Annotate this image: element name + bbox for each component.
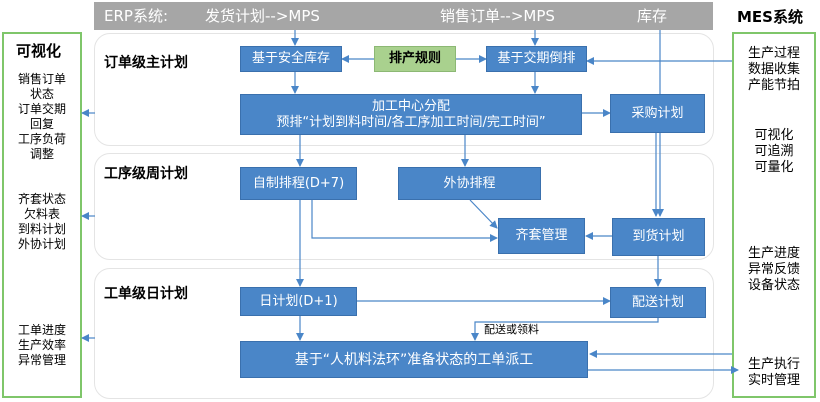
box-scheduling-rules: 排产规则 [374,46,456,72]
center-allocation-title: 加工中心分配 [371,98,450,114]
erp-item-inventory: 库存 [637,7,668,25]
box-purchase-plan: 采购计划 [610,94,705,133]
erp-bar [94,2,713,30]
mes-group-visual: 可视化 可追溯 可量化 [754,128,794,175]
label-delivery-or-picking: 配送或领料 [484,323,539,336]
left-visualization-panel [2,32,82,398]
erp-item-sales-order: 销售订单-->MPS [440,7,555,25]
left-panel-title: 可视化 [16,42,62,60]
left-group-workorder: 工单进度 生产效率 异常管理 [17,323,66,367]
mes-group-execution: 生产执行 实时管理 [747,357,800,388]
level-title-order: 订单级主计划 [104,55,188,71]
box-safety-stock: 基于安全库存 [240,46,342,72]
arrow-self-to-kitting [311,200,498,242]
level-title-workorder: 工单级日计划 [104,286,188,302]
erp-item-delivery-plan: 发货计划-->MPS [205,7,320,25]
erp-label: ERP系统: [104,7,168,25]
mes-group-progress: 生产进度 异常反馈 设备状态 [747,246,800,293]
mes-title: MES系统 [737,8,803,26]
box-center-allocation: 加工中心分配 预排“计划到料时间/各工序加工时间/完工时间” [240,94,582,135]
box-self-scheduling: 自制排程(D+7) [240,167,357,200]
box-daily-plan: 日计划(D+1) [240,287,357,316]
left-group-sales: 销售订单 状态 订单交期 回复 工序负荷 调整 [17,72,66,161]
level-title-process: 工序级周计划 [104,166,188,182]
box-outsourcing-scheduling: 外协排程 [398,167,541,200]
box-kitting-management: 齐套管理 [498,218,585,254]
box-delivery-plan: 配送计划 [610,287,706,318]
arrow-outsourcing-to-kitting [469,199,498,229]
mes-panel [732,32,816,398]
box-backward-scheduling: 基于交期倒排 [486,46,587,72]
left-group-kitting: 齐套状态 欠料表 到料计划 外协计划 [17,192,66,251]
box-workorder-dispatch: 基于“人机料法环”准备状态的工单派工 [240,341,588,378]
mes-group-data: 生产过程 数据收集 产能节拍 [747,46,800,93]
box-arrival-plan: 到货计划 [612,218,705,256]
arrow-delivery-to-dispatch [471,318,659,341]
center-allocation-detail: 预排“计划到料时间/各工序加工时间/完工时间” [276,114,546,130]
